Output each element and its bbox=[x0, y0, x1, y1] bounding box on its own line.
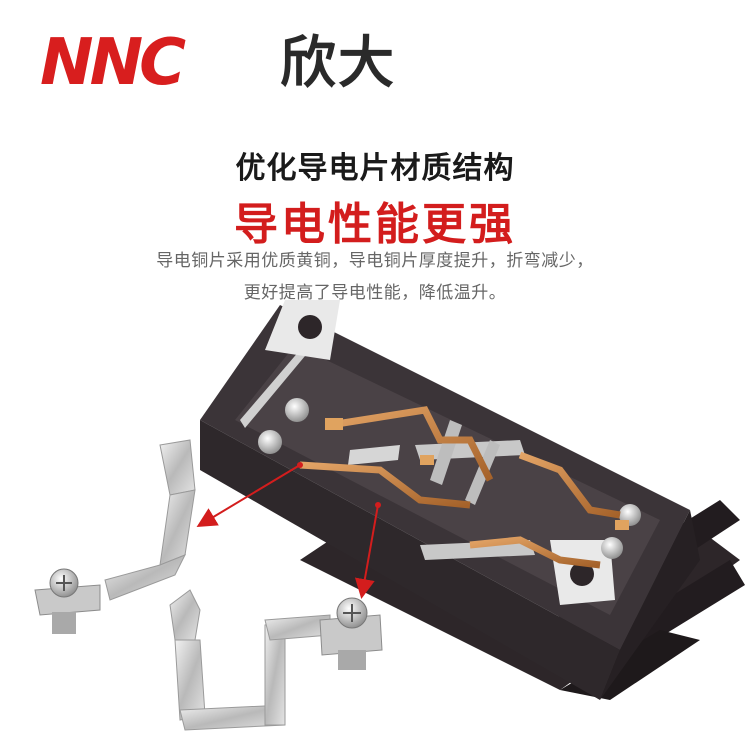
copper-terminal-center bbox=[169, 589, 383, 731]
brand-logo-chinese: 欣大 bbox=[280, 31, 396, 96]
description-line-1: 导电铜片采用优质黄铜，导电铜片厚度提升，折弯减少， bbox=[156, 251, 594, 271]
brand-logo-latin: NNC bbox=[40, 26, 186, 100]
feature-headline: 导电性能更强 bbox=[234, 199, 516, 250]
callout-arrows bbox=[196, 462, 381, 599]
description-line-2: 更好提高了导电性能，降低温升。 bbox=[243, 283, 507, 303]
relay-socket-housing bbox=[200, 300, 745, 700]
feature-subtitle: 优化导电片材质结构 bbox=[235, 151, 515, 186]
brand-logo: NNC 欣大 bbox=[40, 28, 420, 98]
copper-terminal-left bbox=[34, 439, 196, 634]
